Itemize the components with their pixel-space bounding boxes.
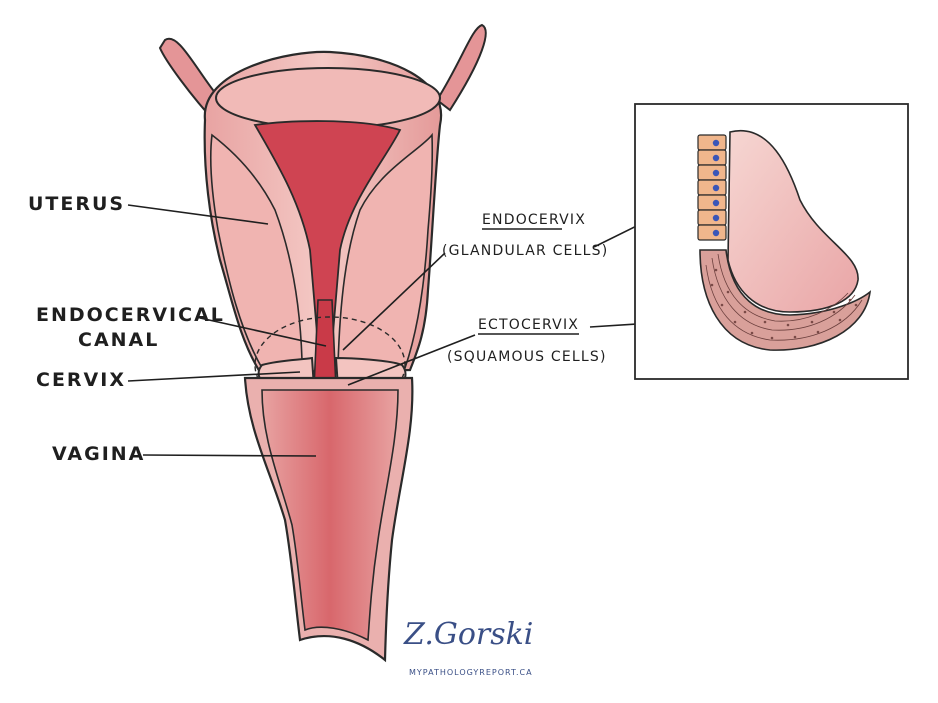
inset-squamous-epithelium	[699, 249, 872, 351]
vagina-canal	[261, 389, 399, 642]
uterine-fundus	[215, 67, 441, 129]
cervix-dashed-outline	[254, 316, 406, 414]
label-vagina: VAGINA	[52, 443, 146, 465]
right-fallopian-tube	[435, 23, 487, 112]
label-endocervical-canal-line2: CANAL	[78, 329, 160, 351]
leader-uterus	[127, 204, 269, 225]
inset-tissue	[727, 129, 859, 313]
label-endocervix-sub: (GLANDULAR CELLS)	[442, 243, 609, 259]
inset-squamous-dots	[710, 268, 858, 340]
inset-squamous-cell-pattern	[705, 253, 863, 341]
leader-ectocervix	[347, 334, 476, 386]
leader-cervix	[127, 371, 301, 382]
leader-lines	[127, 199, 701, 457]
label-ectocervix-sub: (SQUAMOUS CELLS)	[447, 349, 607, 365]
inset-glandular-cells	[697, 134, 727, 241]
label-endocervical-canal-line1: ENDOCERVICAL	[36, 304, 225, 326]
artist-signature: Z.Gorski	[404, 617, 534, 652]
label-ectocervix: ECTOCERVIX	[478, 317, 580, 333]
label-cervix: CERVIX	[36, 369, 126, 391]
uterine-cavity	[253, 120, 402, 346]
leader-endocervical-canal	[199, 317, 327, 347]
leader-endocervix	[342, 252, 446, 351]
leader-vagina	[142, 454, 317, 457]
label-uterus: UTERUS	[28, 193, 126, 215]
website-credit: MYPATHOLOGYREPORT.CA	[409, 668, 533, 677]
inset-glandular-nuclei	[712, 139, 720, 237]
label-endocervix: ENDOCERVIX	[482, 212, 586, 228]
